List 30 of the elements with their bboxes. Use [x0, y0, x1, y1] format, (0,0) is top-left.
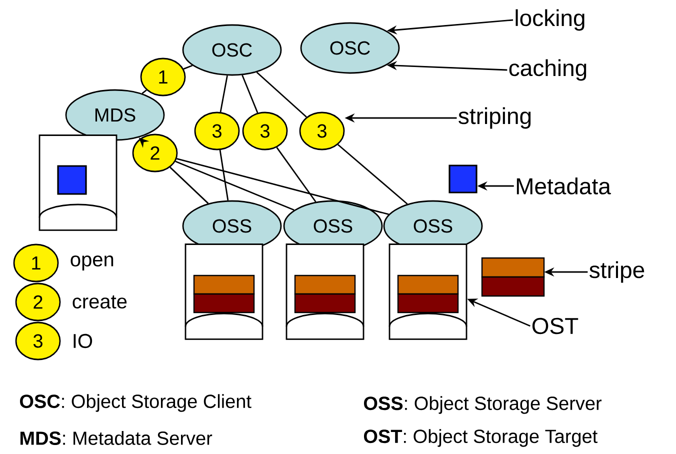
definition-text: OSS: Object Storage Server	[364, 396, 602, 414]
connector-line	[256, 72, 307, 118]
metadata-square	[448, 164, 478, 194]
connector-line	[338, 144, 408, 205]
connector-line	[242, 74, 258, 114]
node-label: IO	[74, 334, 92, 348]
callout-text: locking	[516, 9, 584, 31]
connector-line	[183, 64, 193, 70]
callout-text: striping	[458, 107, 531, 129]
connector-line	[276, 147, 316, 202]
definition-text: OSC: Object Storage Client	[20, 394, 252, 412]
storage-cylinder	[184, 243, 264, 340]
connector-line	[220, 75, 228, 112]
connector-line	[142, 90, 147, 94]
callout-text: caching	[509, 59, 586, 81]
callout-text: OST	[532, 318, 578, 334]
connector-line	[175, 160, 294, 211]
node-label: open	[70, 256, 114, 270]
stripe-block	[481, 257, 545, 297]
storage-cylinder	[388, 243, 468, 340]
definition-text: MDS: Metadata Server	[20, 431, 212, 445]
storage-cylinder	[286, 243, 364, 340]
storage-cylinder	[38, 134, 118, 231]
connector-line	[219, 150, 229, 200]
callout-text: Metadata	[516, 178, 611, 194]
connector-line	[176, 158, 389, 216]
callout-text: stripe	[590, 261, 644, 283]
definition-text: OST: Object Storage Target	[364, 429, 598, 447]
node-label: create	[72, 295, 127, 309]
connector-line	[170, 166, 209, 204]
